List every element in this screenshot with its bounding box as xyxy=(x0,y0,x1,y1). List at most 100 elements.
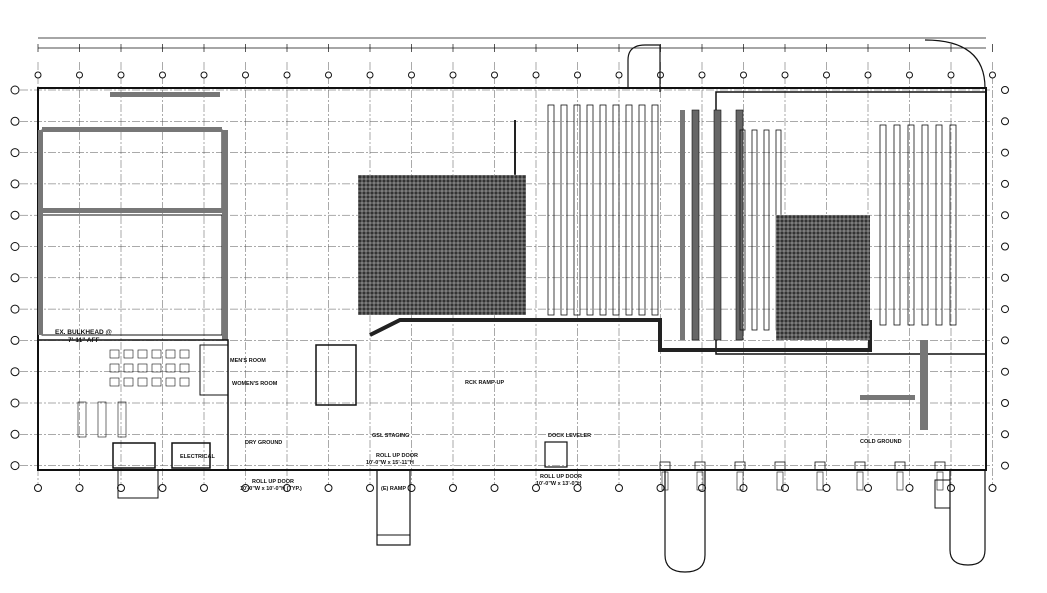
desk xyxy=(97,401,107,438)
roll-up-door-size: 10'-0"W x 13'-0"H xyxy=(536,481,581,487)
desk xyxy=(179,377,190,387)
grid-bubble xyxy=(1001,305,1009,314)
grid-bubble xyxy=(1001,86,1009,94)
grid-bubble xyxy=(10,116,20,126)
rack-row xyxy=(751,129,758,331)
wall-strip-top2 xyxy=(42,127,222,132)
electrical-label: ELECTRICAL xyxy=(180,454,215,460)
rack-row xyxy=(599,104,607,316)
grid-bubble xyxy=(989,71,996,79)
grid-bubble xyxy=(407,484,416,492)
desk xyxy=(179,349,190,359)
desk xyxy=(109,377,120,387)
grid-bubble xyxy=(366,484,374,492)
rack-ramp-label: RCK RAMP-UP xyxy=(465,380,504,386)
freezer-wall-right xyxy=(920,340,928,430)
truck-lane-left xyxy=(664,470,706,573)
building-walls xyxy=(37,39,987,573)
grid-bubble xyxy=(1001,273,1009,282)
rack-row xyxy=(713,109,722,341)
grid-bubble xyxy=(10,179,20,189)
grid-bubble xyxy=(739,484,748,492)
grid-bubble xyxy=(1001,242,1009,251)
grid-bubble xyxy=(408,71,415,79)
ramp xyxy=(376,469,411,546)
grid-bubble xyxy=(615,484,623,492)
roll-up-door-size: 10'-0"W x 15'-11"H xyxy=(366,460,414,466)
grid-bubble xyxy=(34,71,42,79)
grid-bubble xyxy=(1001,367,1009,376)
grid-bubble xyxy=(822,484,831,492)
grid-bubble xyxy=(324,484,333,492)
dock-stair xyxy=(661,471,669,491)
cooler-room-upper xyxy=(41,129,223,213)
grid-bubble xyxy=(241,484,250,492)
desk xyxy=(109,363,120,373)
rack-row xyxy=(935,124,943,326)
grid-bubble xyxy=(490,484,499,492)
grid-bubble xyxy=(1001,179,1009,188)
gsl-staging-label: GSL STAGING xyxy=(372,433,409,439)
grid-bubble xyxy=(781,71,789,79)
grid-bubble xyxy=(532,71,540,79)
dock-stair xyxy=(776,471,784,491)
desk xyxy=(137,377,148,387)
cooler-room-lower xyxy=(41,214,223,336)
dock-door xyxy=(934,461,946,471)
bulkhead-height-label: 7'-11" AFF xyxy=(68,337,100,344)
wall-strip-top xyxy=(42,208,222,213)
bulkhead-label: EX. BULKHEAD @ xyxy=(55,329,112,336)
desk xyxy=(109,349,120,359)
desk xyxy=(123,363,134,373)
dock-door xyxy=(734,461,746,471)
ramp-label: (E) RAMP xyxy=(381,486,406,492)
roll-up-door-label: ROLL UP DOOR xyxy=(252,479,294,485)
rack-row xyxy=(691,109,700,341)
grid-bubble xyxy=(10,148,20,158)
grid-bubble xyxy=(656,484,665,492)
rack-row xyxy=(739,129,746,331)
desk xyxy=(151,349,162,359)
rack-row xyxy=(651,104,659,316)
desk xyxy=(123,377,134,387)
grid-bubble xyxy=(242,71,249,79)
grid-bubble xyxy=(1001,211,1009,220)
conveyor-path xyxy=(369,318,872,352)
grid-bubble xyxy=(1001,430,1009,439)
grid-bubble xyxy=(117,71,125,79)
dock-leveler-box xyxy=(544,441,568,468)
rack-row xyxy=(573,104,581,316)
dock-leveler-label: DOCK LEVELER xyxy=(548,433,591,439)
grid-bubble xyxy=(864,484,872,492)
rack-row xyxy=(735,109,744,341)
grid-bubble xyxy=(906,71,913,79)
grid-bubble xyxy=(988,484,997,492)
dry-ground-label: DRY GROUND xyxy=(245,440,282,446)
restroom-block xyxy=(199,344,229,396)
rack-row xyxy=(921,124,929,326)
grid-bubble xyxy=(573,484,582,492)
grid-bubble xyxy=(366,71,374,79)
dock-stair xyxy=(696,471,704,491)
rack-row xyxy=(763,129,770,331)
dock-doors xyxy=(659,461,946,491)
grid-bubble xyxy=(283,71,291,79)
rack-row xyxy=(879,124,887,326)
grid-bubble xyxy=(449,484,457,492)
dock-stair xyxy=(896,471,904,491)
wall-strip-left xyxy=(38,130,43,335)
roll-up-door-size: 10'-0"W x 10'-0"H (TYP.) xyxy=(240,486,302,492)
grid-bubble xyxy=(449,71,457,79)
desk xyxy=(165,377,176,387)
stair-room xyxy=(315,344,357,406)
grid-bubble xyxy=(491,71,498,79)
rack-row xyxy=(625,104,633,316)
dock-door xyxy=(894,461,906,471)
rack-row xyxy=(547,104,555,316)
electrical-room xyxy=(171,442,211,469)
labels: EX. BULKHEAD @ 7'-11" AFF ELECTRICAL MEN… xyxy=(55,329,902,492)
grid-bubble xyxy=(574,71,581,79)
truck-lane-top xyxy=(627,44,661,92)
roll-up-door-label: ROLL UP DOOR xyxy=(540,474,582,480)
